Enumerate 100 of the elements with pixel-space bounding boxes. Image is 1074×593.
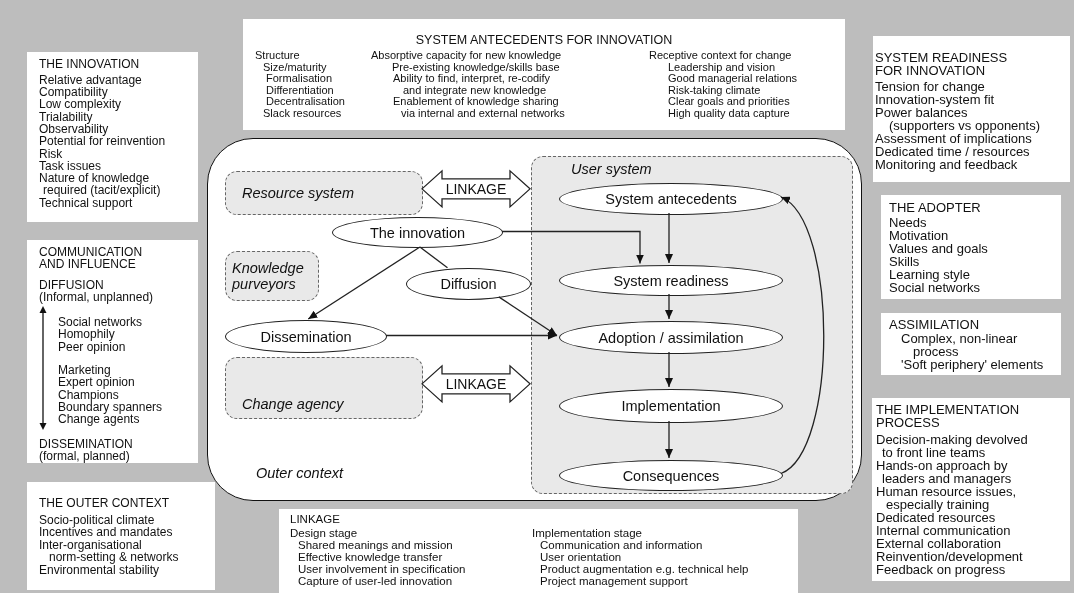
list-item: Differentiation	[266, 84, 334, 96]
list-item: Dedicated time / resources	[875, 145, 1030, 158]
list-item: Relative advantage	[39, 73, 142, 87]
panel-heading: THE OUTER CONTEXT	[39, 497, 169, 510]
region-label: Resource system	[242, 185, 354, 201]
arrow	[498, 296, 558, 337]
list-item: Size/maturity	[263, 61, 327, 73]
list-item: Innovation-system fit	[875, 93, 995, 106]
node-label: System antecedents	[605, 191, 737, 207]
list-item: Project management support	[540, 575, 688, 587]
list-item: Slack resources	[263, 107, 342, 119]
region-label: User system	[571, 161, 652, 177]
arrow	[780, 196, 825, 475]
list-item: Expert opinion	[58, 376, 135, 389]
list-item: (Informal, unplanned)	[39, 290, 154, 304]
list-item: Good managerial relations	[668, 73, 798, 85]
list-item: Change agents	[58, 413, 140, 426]
list-item: Human resource issues, especially training	[876, 485, 1017, 511]
info-panel	[279, 509, 798, 593]
edge-label: LINKAGE	[445, 180, 507, 197]
list-item: Inter-organisational norm-setting & networks	[39, 538, 179, 564]
arrow	[665, 293, 673, 320]
list-item: Socio-political climate	[39, 513, 155, 526]
list-item: Decision-making devolved to front line teams	[876, 433, 1028, 459]
region-box	[225, 171, 423, 215]
list-item: External collaboration	[876, 537, 1002, 550]
node-label: Dissemination	[260, 328, 352, 345]
list-item: Complex, non-linear process	[901, 332, 1018, 358]
section-heading: DISSEMINATION	[39, 437, 133, 450]
list-item: Effective knowledge transfer	[298, 551, 443, 563]
list-item: Leadership and vision	[668, 61, 776, 73]
list-item: 'Soft periphery' elements	[901, 358, 1044, 371]
list-item: Social networks	[889, 281, 981, 294]
panel-heading: THE ADOPTER	[889, 201, 981, 214]
list-item: Environmental stability	[39, 563, 160, 576]
list-item: High quality data capture	[668, 107, 790, 119]
region-box	[225, 357, 423, 419]
arrow	[665, 351, 673, 388]
list-item: Ability to find, interpret, re-codify and integrate new knowledge	[393, 73, 551, 96]
list-item: Internal communication	[876, 524, 1011, 537]
list-item: Champions	[58, 388, 119, 401]
list-item: Assessment of implications	[875, 132, 1032, 145]
list-item: Power balances (supporters vs opponents)	[875, 106, 1041, 132]
info-panel	[872, 398, 1070, 581]
info-panel	[27, 240, 198, 463]
list-item: Skills	[889, 255, 920, 268]
double-block-arrow	[421, 169, 531, 209]
panel-heading: ASSIMILATION	[889, 318, 980, 331]
list-item: Marketing	[58, 364, 111, 377]
list-item: Communication and information	[540, 539, 703, 551]
arrow	[307, 246, 421, 320]
list-item: Trialability	[39, 110, 93, 123]
list-item: Reinvention/development	[876, 550, 1023, 563]
list-item: User orientation	[540, 551, 622, 563]
list-item: Values and goals	[889, 242, 988, 255]
list-item: Task issues	[39, 159, 102, 173]
list-item: Risk	[39, 147, 63, 160]
list-item: Observability	[39, 123, 109, 136]
panel-heading: LINKAGE	[290, 513, 340, 525]
list-item: Feedback on progress	[876, 563, 1006, 576]
list-item: Product augmentation e.g. technical help	[540, 563, 749, 575]
list-item: Hands-on approach by leaders and managers	[876, 459, 1012, 485]
connector-line	[419, 246, 449, 269]
panel-heading: SYSTEM READINESS FOR INNOVATION	[875, 51, 1008, 77]
node-label: Consequences	[622, 467, 720, 484]
region-label: Knowledge purveyors	[232, 260, 304, 292]
column-heading: Absorptive capacity for new knowledge	[371, 50, 562, 62]
list-item: Pre-existing knowledge/skills base	[392, 61, 560, 73]
info-panel	[243, 19, 845, 130]
region-label: Change agency	[242, 396, 344, 412]
list-item: Motivation	[889, 229, 949, 242]
edge-label: LINKAGE	[445, 375, 507, 392]
double-block-arrow	[421, 364, 531, 404]
node-label: Diffusion	[440, 276, 497, 292]
list-item: Needs	[889, 216, 927, 229]
list-item: Dedicated resources	[876, 511, 996, 524]
list-item: Tension for change	[875, 80, 985, 93]
list-item: Compatibility	[39, 86, 108, 99]
panel-heading: COMMUNICATION AND INFLUENCE	[39, 246, 143, 271]
region-box	[531, 156, 853, 494]
section-heading: DIFFUSION	[39, 278, 104, 291]
list-item: Technical support	[39, 196, 133, 210]
list-item: (formal, planned)	[39, 449, 130, 463]
info-panel	[27, 482, 215, 590]
column-heading: Design stage	[290, 527, 358, 539]
list-item: Boundary spanners	[58, 400, 163, 414]
list-item: Homophily	[58, 328, 115, 341]
arrow	[385, 331, 558, 340]
panel-heading: SYSTEM ANTECEDENTS FOR INNOVATION	[415, 33, 673, 47]
list-item: Nature of knowledge required (tacit/explicit)	[39, 172, 161, 197]
panel-heading: THE IMPLEMENTATION PROCESS	[876, 403, 1020, 429]
process-ellipse	[406, 268, 531, 300]
node-label: Implementation	[621, 398, 721, 414]
column-heading: Implementation stage	[532, 527, 642, 539]
list-item: Shared meanings and mission	[298, 539, 453, 551]
node-label: System readiness	[613, 272, 729, 289]
list-item: Learning style	[889, 268, 970, 281]
node-label: The innovation	[369, 224, 466, 241]
list-item: Risk-taking climate	[668, 84, 761, 96]
list-item: Low complexity	[39, 98, 122, 111]
